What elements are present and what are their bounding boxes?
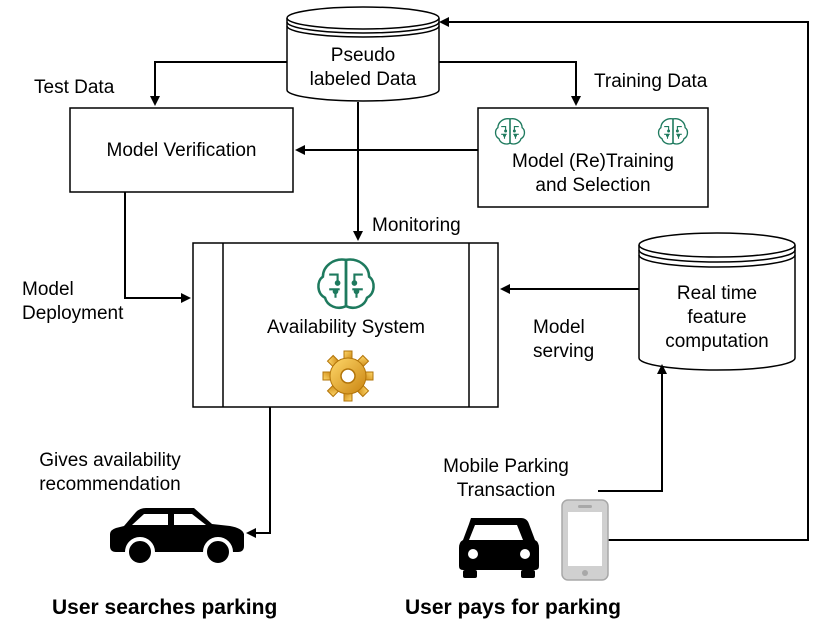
arrow-training-data bbox=[439, 61, 581, 106]
deployment-line1: Model bbox=[22, 279, 74, 300]
user-pays-caption: User pays for parking bbox=[405, 596, 621, 619]
real-time-feature-label: Real time feature computation bbox=[639, 282, 795, 354]
arrow-recommendation bbox=[246, 407, 271, 538]
pseudo-line1: Pseudo bbox=[330, 45, 396, 66]
gives-line1: Gives availability bbox=[39, 450, 181, 471]
smartphone-icon bbox=[561, 499, 609, 581]
arrow-phone-to-pseudo bbox=[439, 17, 809, 541]
real-time-feature-store bbox=[638, 232, 796, 371]
gives-line2: recommendation bbox=[39, 474, 181, 495]
model-deployment-label: Model Deployment bbox=[22, 278, 123, 326]
retraining-line1: Model (Re)Training bbox=[512, 151, 674, 172]
retraining-line2: and Selection bbox=[535, 175, 651, 196]
model-verification-label: Model Verification bbox=[106, 140, 257, 161]
user-searches-caption: User searches parking bbox=[52, 596, 278, 619]
mobile-line2: Transaction bbox=[456, 480, 556, 501]
model-serving-label: Model serving bbox=[533, 316, 594, 364]
serving-line2: serving bbox=[533, 341, 595, 362]
arrow-mobile-transaction bbox=[598, 364, 667, 492]
test-data-label: Test Data bbox=[34, 77, 115, 98]
feature-line1: Real time bbox=[676, 283, 758, 304]
feature-line2: feature bbox=[687, 307, 747, 328]
monitoring-label: Monitoring bbox=[372, 215, 461, 236]
pseudo-line2: labeled Data bbox=[309, 69, 417, 90]
gear-icon bbox=[322, 350, 374, 402]
deployment-line2: Deployment bbox=[22, 303, 124, 324]
pseudo-labeled-data-label: Pseudo labeled Data bbox=[288, 44, 438, 92]
training-data-label: Training Data bbox=[594, 71, 708, 92]
gives-availability-label: Gives availability recommendation bbox=[14, 449, 206, 497]
car-front-icon bbox=[459, 518, 539, 578]
arrow-model-deployment bbox=[124, 192, 191, 303]
arrow-test-data bbox=[150, 61, 287, 106]
mobile-parking-label: Mobile Parking Transaction bbox=[426, 455, 586, 503]
feature-line3: computation bbox=[665, 331, 769, 352]
model-verification-box bbox=[69, 107, 294, 193]
serving-line1: Model bbox=[533, 317, 585, 338]
car-icon bbox=[110, 508, 244, 567]
mobile-line1: Mobile Parking bbox=[443, 456, 569, 477]
model-retraining-box bbox=[477, 107, 709, 208]
availability-system-label: Availability System bbox=[266, 317, 426, 338]
model-retraining-label: Model (Re)Training and Selection bbox=[478, 150, 708, 198]
pseudo-labeled-data-store bbox=[286, 6, 440, 102]
